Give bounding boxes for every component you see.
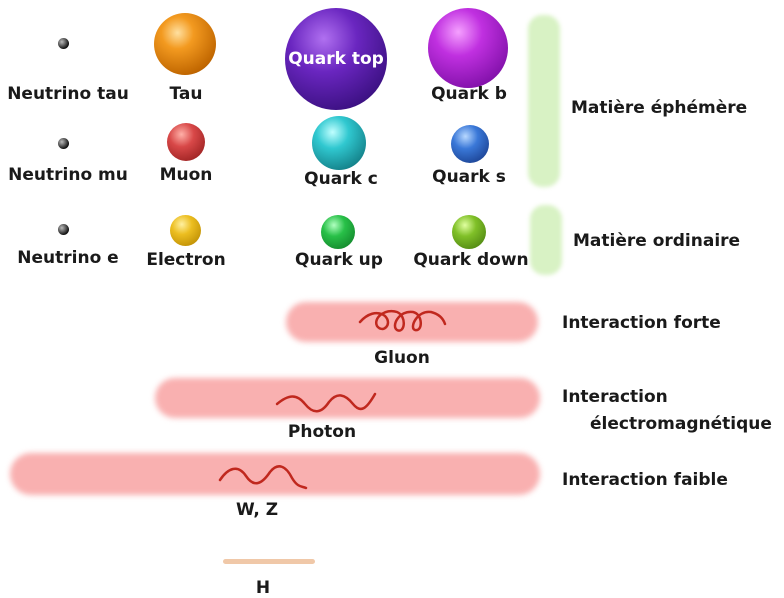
neutrino-tau-dot	[58, 38, 69, 49]
quark-s-sphere	[451, 125, 489, 163]
quark-up-sphere	[321, 215, 355, 249]
ordinary-matter-label: Matière ordinaire	[573, 231, 741, 251]
quark-c-sphere	[312, 116, 366, 170]
em-interaction-label-line1: Interaction	[562, 387, 668, 407]
photon-label: Photon	[287, 422, 357, 442]
ephemeral-matter-label: Matière éphémère	[571, 98, 748, 118]
quark-c-label: Quark c	[304, 169, 378, 189]
wz-wave-icon	[218, 465, 308, 490]
quark-b-sphere	[428, 8, 508, 88]
weak-interaction-label: Interaction faible	[562, 470, 728, 490]
muon-sphere	[167, 123, 205, 161]
muon-label: Muon	[159, 165, 213, 185]
electron-sphere	[170, 215, 201, 246]
gluon-coil-icon	[358, 309, 447, 332]
quark-down-sphere	[452, 215, 486, 249]
quark-s-label: Quark s	[432, 167, 506, 187]
strong-interaction-band	[286, 302, 538, 342]
neutrino-e-dot	[58, 224, 69, 235]
gluon-label: Gluon	[374, 348, 430, 368]
ordinary-matter-band	[530, 205, 562, 275]
neutrino-e-label: Neutrino e	[17, 248, 119, 268]
tau-label: Tau	[169, 84, 203, 104]
strong-interaction-label: Interaction forte	[562, 313, 721, 333]
electron-label: Electron	[146, 250, 226, 270]
neutrino-mu-label: Neutrino mu	[8, 165, 128, 185]
em-interaction-label-line2: électromagnétique	[590, 414, 772, 434]
neutrino-tau-label: Neutrino tau	[7, 84, 129, 104]
quark-top-sphere: Quark top	[285, 8, 387, 110]
tau-sphere	[154, 13, 216, 75]
quark-b-label: Quark b	[431, 84, 507, 104]
wz-label: W, Z	[235, 500, 279, 520]
neutrino-mu-dot	[58, 138, 69, 149]
quark-up-label: Quark up	[295, 250, 383, 270]
ephemeral-matter-band	[528, 15, 560, 187]
higgs-label: H	[255, 578, 271, 598]
photon-wave-icon	[275, 392, 377, 413]
higgs-line	[223, 559, 315, 564]
quark-down-label: Quark down	[413, 250, 529, 270]
weak-interaction-band	[10, 453, 540, 495]
quark-top-label: Quark top	[288, 49, 384, 69]
